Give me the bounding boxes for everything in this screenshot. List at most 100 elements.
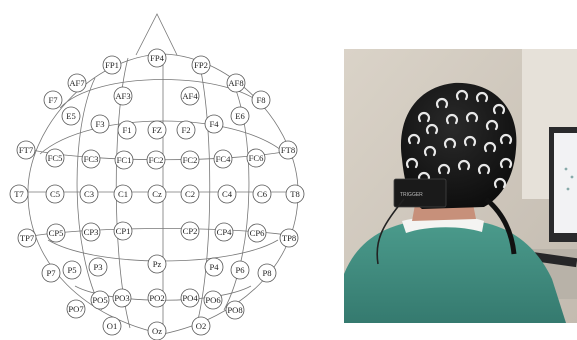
electrode-p4: P4 xyxy=(205,258,223,276)
electrode-c3-label: C3 xyxy=(84,189,94,199)
electrode-t7: T7 xyxy=(10,185,28,203)
electrode-c2: C2 xyxy=(181,185,199,203)
electrode-fz: FZ xyxy=(148,121,166,139)
electrode-c5-label: C5 xyxy=(50,189,60,199)
electrode-f2-label: F2 xyxy=(181,125,190,135)
electrode-cp5-label: CP5 xyxy=(49,228,64,238)
electrode-fc4-label: FC4 xyxy=(216,154,232,164)
electrode-f3: F3 xyxy=(91,115,109,133)
electrode-fz-label: FZ xyxy=(152,125,162,135)
electrode-fc6-label: FC6 xyxy=(249,153,265,163)
electrode-o2: O2 xyxy=(192,317,210,335)
electrode-f2: F2 xyxy=(177,121,195,139)
electrode-po7-label: PO7 xyxy=(68,304,84,314)
electrode-cp4: CP4 xyxy=(215,223,233,241)
electrode-p7: P7 xyxy=(42,264,60,282)
electrode-e6-label: E6 xyxy=(235,111,245,121)
electrode-fc1-label: FC1 xyxy=(117,155,132,165)
electrode-o1: O1 xyxy=(103,317,121,335)
electrode-fc1: FC1 xyxy=(115,151,133,169)
electrode-ft8: FT8 xyxy=(279,141,297,159)
electrode-fc3: FC3 xyxy=(82,150,100,168)
electrode-f7: F7 xyxy=(44,91,62,109)
electrode-c4: C4 xyxy=(218,185,236,203)
electrode-p3: P3 xyxy=(89,258,107,276)
electrode-fc2-label: FC2 xyxy=(183,155,198,165)
electrode-af7-label: AF7 xyxy=(69,78,85,88)
electrode-fc5-label: FC5 xyxy=(48,153,63,163)
electrode-fc6: FC6 xyxy=(247,149,265,167)
electrode-c6-label: C6 xyxy=(257,189,268,199)
electrode-po2: PO2 xyxy=(148,289,166,307)
electrode-cz-label: Cz xyxy=(152,189,162,199)
electrode-po3: PO3 xyxy=(113,289,131,307)
electrode-po5: PO5 xyxy=(91,291,109,309)
electrode-f4: F4 xyxy=(205,115,223,133)
electrode-p8: P8 xyxy=(258,264,276,282)
electrode-fp1-label: FP1 xyxy=(105,60,119,70)
electrode-p7-label: P7 xyxy=(46,268,56,278)
electrode-fc4: FC4 xyxy=(214,150,232,168)
electrode-fp2: FP2 xyxy=(192,56,210,74)
electrode-po4-label: PO4 xyxy=(182,293,198,303)
electrode-cp6-label: CP6 xyxy=(250,228,266,238)
cap-brand: TRIGGER xyxy=(400,192,423,198)
electrode-tp8: TP8 xyxy=(280,229,298,247)
electrode-oz: Oz xyxy=(148,322,166,340)
electrode-po3-label: PO3 xyxy=(114,293,129,303)
electrode-fc3-label: FC3 xyxy=(84,154,99,164)
electrode-cz: Cz xyxy=(148,185,166,203)
electrode-f1-label: F1 xyxy=(122,125,131,135)
electrode-c6: C6 xyxy=(253,185,271,203)
electrode-c1: C1 xyxy=(114,185,132,203)
electrode-ft7-label: FT7 xyxy=(19,145,34,155)
electrode-p8-label: P8 xyxy=(262,268,271,278)
electrode-po7: PO7 xyxy=(67,300,85,318)
electrode-p6-label: P6 xyxy=(235,265,245,275)
electrode-af4-label: AF4 xyxy=(182,91,198,101)
electrode-t8-label: T8 xyxy=(290,189,300,199)
electrode-tp8-label: TP8 xyxy=(282,233,296,243)
electrode-po8-label: PO8 xyxy=(227,305,242,315)
electrode-cp5: CP5 xyxy=(47,224,65,242)
electrode-fp1: FP1 xyxy=(103,56,121,74)
electrode-fc2-label: FC2 xyxy=(149,155,164,165)
electrode-af3: AF3 xyxy=(114,87,132,105)
electrode-af8-label: AF8 xyxy=(228,78,243,88)
electrode-ft8-label: FT8 xyxy=(281,145,295,155)
electrode-fc2: FC2 xyxy=(147,151,165,169)
electrode-fp4: FP4 xyxy=(148,49,166,67)
electrode-oz-label: Oz xyxy=(152,326,162,336)
electrode-c4-label: C4 xyxy=(222,189,233,199)
electrode-p4-label: P4 xyxy=(209,262,219,272)
electrode-f7-label: F7 xyxy=(48,95,58,105)
electrode-e5-label: E5 xyxy=(66,111,76,121)
electrode-c3: C3 xyxy=(80,185,98,203)
electrode-cp6: CP6 xyxy=(248,224,266,242)
electrode-t7-label: T7 xyxy=(14,189,24,199)
electrode-cp1: CP1 xyxy=(114,222,132,240)
electrode-p6: P6 xyxy=(231,261,249,279)
electrode-o1-label: O1 xyxy=(107,321,118,331)
electrode-cp1-label: CP1 xyxy=(116,226,131,236)
electrode-tp7: TP7 xyxy=(18,229,36,247)
electrode-p5: P5 xyxy=(63,261,81,279)
monitor xyxy=(549,127,577,242)
electrode-c1-label: C1 xyxy=(118,189,128,199)
electrode-tp7-label: TP7 xyxy=(20,233,35,243)
electrode-f8: F8 xyxy=(252,91,270,109)
electrode-f1: F1 xyxy=(118,121,136,139)
electrode-pz: Pz xyxy=(148,255,166,273)
electrode-f4-label: F4 xyxy=(209,119,219,129)
electrode-c5: C5 xyxy=(46,185,64,203)
electrode-t8: T8 xyxy=(286,185,304,203)
electrode-ft7: FT7 xyxy=(17,141,35,159)
electrode-p5-label: P5 xyxy=(67,265,76,275)
electrode-c2-label: C2 xyxy=(185,189,195,199)
electrode-p3-label: P3 xyxy=(93,262,102,272)
electrode-o2-label: O2 xyxy=(196,321,207,331)
electrode-fc5: FC5 xyxy=(46,149,64,167)
electrode-fp2-label: FP2 xyxy=(194,60,208,70)
